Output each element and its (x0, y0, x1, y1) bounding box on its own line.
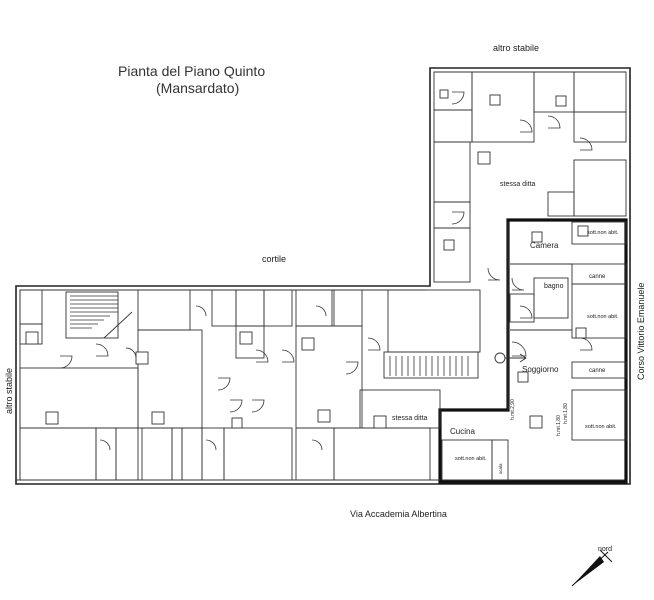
right-wing-rooms (433, 71, 627, 283)
label-sott-non-abit-1: sott.non abit. (587, 230, 619, 236)
apartment-outline (438, 218, 628, 484)
left-wing-rooms (16, 289, 481, 481)
label-camera: Camera (530, 241, 559, 250)
label-canne-1: canne (589, 274, 606, 280)
label-height-2: h.mt.1,80 (563, 403, 569, 424)
label-nord: nord (598, 546, 612, 553)
plan-title: Pianta del Piano Quinto (118, 63, 265, 79)
label-soggiorno: Soggiorno (522, 365, 559, 374)
label-stessa-ditta-bottom: stessa ditta (392, 415, 428, 422)
label-altro-stabile-top: altro stabile (493, 43, 539, 53)
label-sott-non-abit-3: sott.non abit. (585, 424, 617, 430)
label-sott-non-abit-4: sott.non abit. (455, 456, 487, 462)
label-corso-vittorio-emanuele: Corso Vittorio Emanuele (636, 283, 646, 380)
label-cortile: cortile (262, 254, 286, 264)
door-swings (59, 91, 593, 451)
label-bagno: bagno (544, 283, 564, 290)
plan-subtitle: (Mansardato) (156, 80, 239, 96)
apartment-rooms (441, 221, 627, 481)
staircase-middle (383, 351, 479, 379)
label-cucina: Cucina (450, 427, 475, 436)
label-sott-non-abit-2: sott.non abit. (587, 314, 619, 320)
label-stessa-ditta-top: stessa ditta (500, 181, 536, 188)
staircase-left (65, 291, 133, 339)
label-altro-stabile-left: altro stabile (4, 368, 14, 414)
north-arrow-icon: nord (571, 546, 613, 587)
label-height-3: h.mt.1,80 (556, 415, 562, 436)
label-canne-2: canne (589, 368, 606, 374)
stair-symbol (494, 352, 506, 364)
label-via-accademia-albertina: Via Accademia Albertina (350, 509, 447, 519)
building-outline (15, 67, 631, 485)
label-scala: scala (498, 463, 503, 474)
label-height-1: h.mt.2,90 (510, 399, 516, 420)
